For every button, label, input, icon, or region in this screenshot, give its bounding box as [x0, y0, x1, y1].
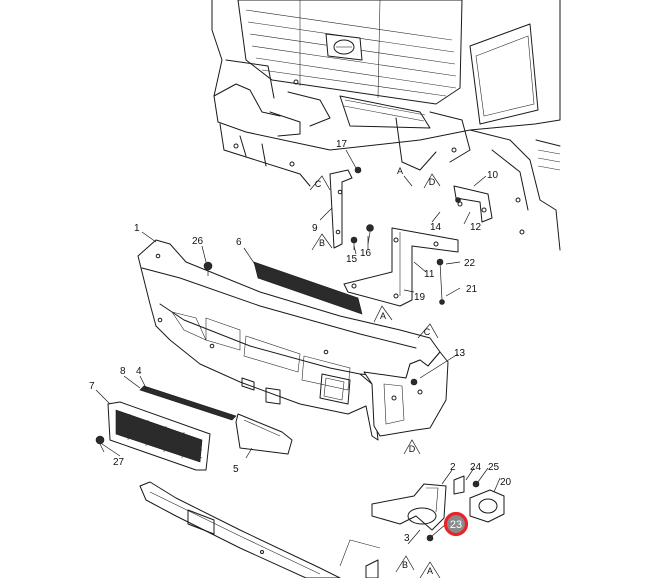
- grommet-20: [469, 489, 505, 523]
- upper-grille-insert: [253, 261, 363, 315]
- ref-mark-a-upper: A: [380, 311, 386, 321]
- callout-27: 27: [113, 457, 125, 468]
- highlight-ring: [443, 511, 469, 537]
- callout-22: 22: [464, 258, 476, 269]
- callout-12: 12: [470, 222, 482, 233]
- front-bumper: [137, 239, 449, 441]
- callout-5: 5: [233, 464, 239, 475]
- ref-mark-c-upper: C: [315, 179, 322, 189]
- ref-mark-d-upper: D: [429, 177, 436, 187]
- ref-mark-b-upper: B: [319, 238, 325, 248]
- bracket-left: [329, 169, 353, 249]
- callout-7: 7: [89, 381, 95, 392]
- callout-25: 25: [488, 462, 500, 473]
- ref-mark-a-mid: A: [397, 166, 403, 176]
- callout-26: 26: [192, 236, 204, 247]
- callout-labels: 1 2 3 4 5 6 7 8 9 10 11 12 13 14 15 16 1…: [89, 139, 512, 544]
- ref-mark-a-lower: A: [427, 566, 433, 576]
- ref-mark-d-lower: D: [409, 444, 416, 454]
- reference-marks: C B A C D D B A A: [309, 166, 441, 578]
- callout-19: 19: [414, 292, 426, 303]
- callout-21: 21: [466, 284, 478, 295]
- highlighted-callout-23[interactable]: 23: [443, 511, 469, 537]
- lower-spoiler: [139, 481, 341, 578]
- callout-16: 16: [360, 248, 372, 259]
- callout-2: 2: [450, 462, 456, 473]
- callout-20: 20: [500, 477, 512, 488]
- bracket-right-lower: [343, 227, 459, 307]
- callout-3: 3: [404, 533, 410, 544]
- callout-23: 23: [450, 519, 462, 531]
- callout-4: 4: [136, 366, 142, 377]
- leader-lines: [95, 149, 501, 545]
- grille-cover: [235, 413, 293, 455]
- callout-24: 24: [470, 462, 482, 473]
- bracket-2: [371, 483, 447, 531]
- bracket-upper-right: [453, 185, 493, 223]
- ref-mark-c-lower: C: [424, 327, 431, 337]
- bracket-3: [365, 559, 379, 578]
- clip-26: [203, 261, 213, 276]
- screw-27: [95, 435, 105, 453]
- truck-cab-front: [211, 0, 561, 251]
- callout-13: 13: [454, 348, 466, 359]
- ref-mark-b-lower: B: [402, 560, 408, 570]
- callout-6: 6: [236, 237, 242, 248]
- callout-9: 9: [312, 223, 318, 234]
- callout-15: 15: [346, 254, 358, 265]
- callout-17: 17: [336, 139, 348, 150]
- clips-24-25: [453, 475, 480, 495]
- trim-strip: [139, 385, 237, 421]
- lower-grille: [107, 401, 211, 471]
- screw-23: [426, 534, 434, 542]
- callout-14: 14: [430, 222, 442, 233]
- callout-10: 10: [487, 170, 499, 181]
- bracket-13: [410, 378, 418, 386]
- fasteners: [350, 166, 461, 305]
- callout-8: 8: [120, 366, 126, 377]
- callout-11: 11: [424, 269, 435, 280]
- callout-1: 1: [134, 223, 140, 234]
